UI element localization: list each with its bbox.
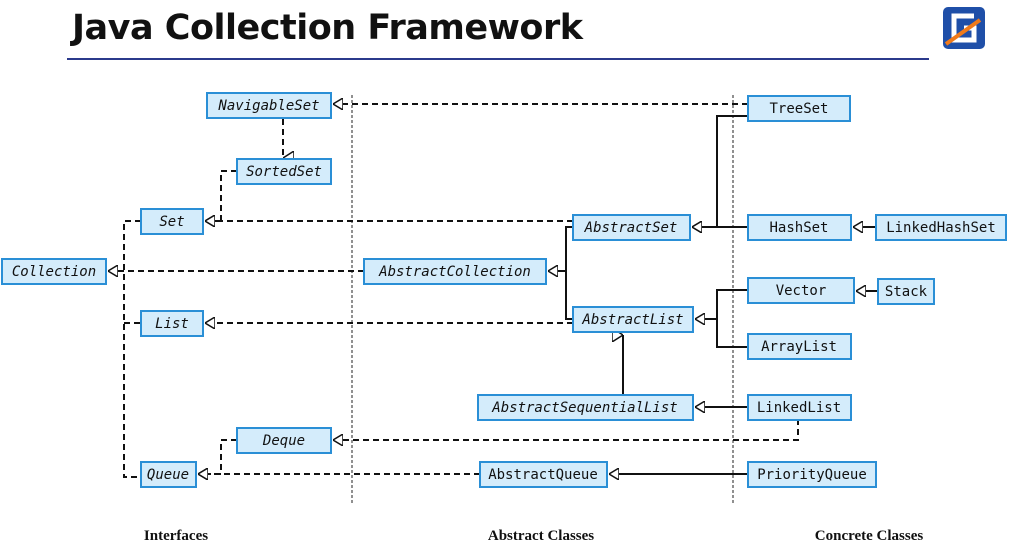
node-abstractset: AbstractSet [572,214,691,241]
node-set: Set [140,208,204,235]
column-label-interfaces: Interfaces [144,528,208,544]
page-title: Java Collection Framework [72,8,583,48]
svg-text:Stack: Stack [885,284,928,300]
node-deque: Deque [236,427,332,454]
node-stack: Stack [877,278,935,305]
node-priorityqueue: PriorityQueue [747,461,877,488]
node-treeset: TreeSet [747,95,851,122]
edge-vector-abstractlist [695,289,748,348]
svg-text:Deque: Deque [262,433,305,449]
node-sortedset: SortedSet [236,158,332,185]
svg-text:TreeSet: TreeSet [769,101,828,117]
edge-interfaces-collection [123,220,141,478]
node-navigableset: NavigableSet [206,92,332,119]
svg-text:AbstractCollection: AbstractCollection [378,264,531,280]
node-hashset: HashSet [747,214,852,241]
svg-text:AbstractSequentialList: AbstractSequentialList [491,400,677,416]
node-linkedlist: LinkedList [747,394,852,421]
node-list: List [140,310,204,337]
svg-text:Vector: Vector [776,283,827,299]
node-queue: Queue [140,461,197,488]
node-linkedhashset: LinkedHashSet [875,214,1007,241]
svg-text:AbstractSet: AbstractSet [584,220,678,236]
edge-abstractset-abstractcollection [548,226,573,271]
column-label-abstract: Abstract Classes [488,528,594,544]
svg-text:LinkedList: LinkedList [757,400,841,416]
svg-text:List: List [155,316,189,332]
svg-text:Collection: Collection [12,264,96,280]
edge-deque-queue [198,439,237,474]
edge-abstractlist-abstractcollection [565,271,573,320]
svg-text:AbstractList: AbstractList [581,312,683,328]
node-abstractsequentiallist: AbstractSequentialList [477,394,694,421]
svg-text:PriorityQueue: PriorityQueue [757,467,867,483]
svg-text:AbstractQueue: AbstractQueue [488,467,598,483]
edge-sortedset-set [205,170,237,221]
title-underline [67,58,929,60]
node-vector: Vector [747,277,855,304]
svg-text:Set: Set [159,214,184,230]
edge-linkedlist-deque [333,419,799,440]
node-abstractqueue: AbstractQueue [479,461,608,488]
svg-text:LinkedHashSet: LinkedHashSet [886,220,996,236]
node-arraylist: ArrayList [747,333,852,360]
svg-text:NavigableSet: NavigableSet [217,98,319,114]
svg-text:SortedSet: SortedSet [246,164,322,180]
node-abstractlist: AbstractList [572,306,694,333]
column-label-concrete: Concrete Classes [815,528,924,544]
g-logo-icon [943,7,985,49]
node-abstractcollection: AbstractCollection [363,258,547,285]
edge-treeset-abstractset [692,115,748,227]
svg-text:Queue: Queue [147,467,189,483]
svg-text:HashSet: HashSet [769,220,828,236]
node-collection: Collection [1,258,107,285]
svg-text:ArrayList: ArrayList [761,339,837,355]
